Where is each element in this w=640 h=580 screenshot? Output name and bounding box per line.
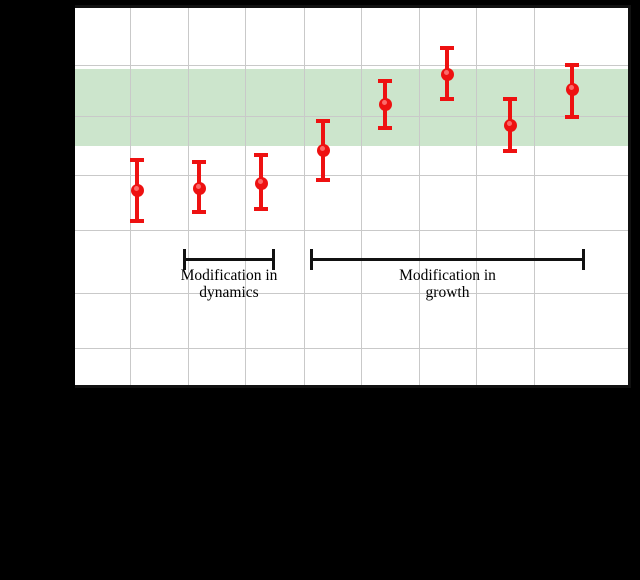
gridline-horizontal [75,348,628,349]
gridline-vertical [419,8,420,385]
modification-in-dynamics-bracket [183,249,275,271]
modification-in-growth-bracket [310,249,585,271]
gridline-vertical [476,8,477,385]
data-point-marker [254,176,268,190]
data-point-marker [130,183,144,197]
error-bar-cap-top [565,63,579,67]
error-bar-cap-top [130,158,144,162]
error-bar-cap-top [316,119,330,123]
data-point-marker [192,181,206,195]
annotation-line-1: Modification in [180,267,278,284]
error-bar-cap-bottom [254,207,268,211]
gridline-horizontal [75,65,628,66]
bracket-line [310,258,585,261]
gridline-vertical [245,8,246,385]
bottom-mask [0,388,640,580]
gridline-vertical [188,8,189,385]
error-bar-cap-top [440,46,454,50]
error-bar-cap-bottom [503,149,517,153]
bracket-line [183,258,275,261]
error-bar-cap-top [192,160,206,164]
data-point-marker [440,67,454,81]
gridline-vertical [130,8,131,385]
annotation-line-1: Modification in [399,267,496,284]
gridline-horizontal [75,293,628,294]
bracket-tick-right [272,249,275,270]
gridline-horizontal [75,230,628,231]
error-bar-cap-bottom [378,126,392,130]
annotation-line-2: dynamics [199,284,259,302]
error-bar-cap-bottom [130,219,144,223]
error-bar-cap-top [254,153,268,157]
data-point-marker [316,143,330,157]
error-bar-cap-bottom [440,97,454,101]
gridline-vertical [304,8,305,385]
error-bar-cap-top [503,97,517,101]
error-bar-cap-top [378,79,392,83]
error-bar-cap-bottom [565,115,579,119]
gridline-vertical [361,8,362,385]
gridline-vertical [534,8,535,385]
error-bar-cap-bottom [316,178,330,182]
gridline-horizontal [75,175,628,176]
data-point-marker [565,82,579,96]
bracket-tick-right [582,249,585,270]
data-point-marker [378,97,392,111]
data-point-marker [503,118,517,132]
reference-band [75,69,628,146]
gridline-horizontal [75,116,628,117]
error-bar-cap-bottom [192,210,206,214]
annotation-line-2: growth [425,284,470,302]
